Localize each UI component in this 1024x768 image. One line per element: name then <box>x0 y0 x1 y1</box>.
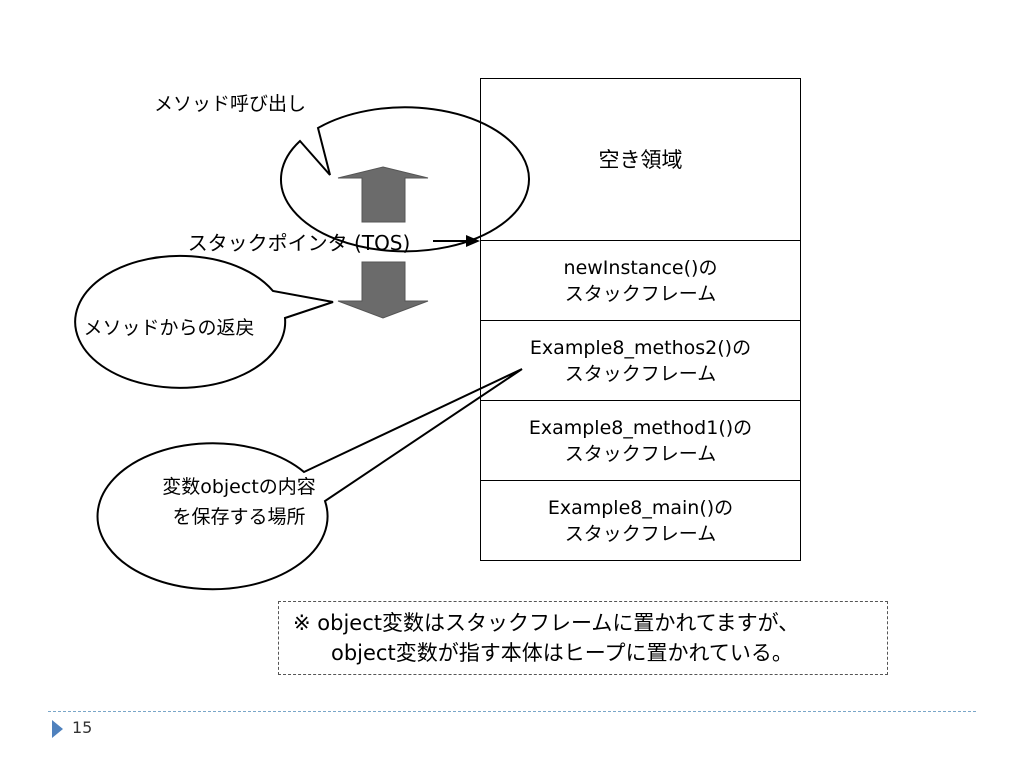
footer-divider <box>48 711 976 712</box>
stack-pointer-arrowhead <box>466 235 480 247</box>
stack-frame-main: Example8_main()の スタックフレーム <box>481 480 800 560</box>
stack-pointer-label: スタックポインタ (TOS) <box>187 230 411 255</box>
object-storage-label: 変数objectの内容 を保存する場所 <box>124 466 354 538</box>
frame-subtitle: スタックフレーム <box>564 362 717 385</box>
method-call-label: メソッド呼び出し <box>153 92 306 115</box>
object-storage-line2: を保存する場所 <box>172 506 306 528</box>
object-storage-line1: 変数objectの内容 <box>162 476 316 498</box>
free-area: 空き領域 <box>481 79 800 240</box>
push-up-arrow <box>337 166 429 223</box>
frame-subtitle: スタックフレーム <box>564 282 717 305</box>
method-return-label: メソッドからの返戻 <box>83 316 255 339</box>
stack-frame-method1: Example8_method1()の スタックフレーム <box>481 400 800 480</box>
frame-title: Example8_methos2()の <box>529 336 752 359</box>
stack-frame-methos2: Example8_methos2()の スタックフレーム <box>481 320 800 400</box>
frame-title: Example8_method1()の <box>528 416 753 439</box>
footer-marker-icon <box>52 720 63 738</box>
stack-frame-newinstance: newInstance()の スタックフレーム <box>481 240 800 320</box>
frame-title: newInstance()の <box>563 256 718 279</box>
pop-down-arrow <box>337 261 429 319</box>
frame-subtitle: スタックフレーム <box>564 442 717 465</box>
frame-title: Example8_main()の <box>547 496 734 519</box>
method-return-bubble <box>74 254 334 389</box>
frame-subtitle: スタックフレーム <box>564 522 717 545</box>
note-line1: ※ object変数はスタックフレームに置かれてますが、 <box>293 611 800 635</box>
slide-number: 15 <box>72 718 93 737</box>
note-line2: object変数が指す本体はヒープに置かれている。 <box>331 641 793 665</box>
object-storage-bubble <box>96 368 523 591</box>
heap-note: ※ object変数はスタックフレームに置かれてますが、 object変数が指す… <box>278 601 888 675</box>
free-area-label: 空き領域 <box>598 147 683 172</box>
call-stack: 空き領域 newInstance()の スタックフレーム Example8_me… <box>480 78 801 561</box>
